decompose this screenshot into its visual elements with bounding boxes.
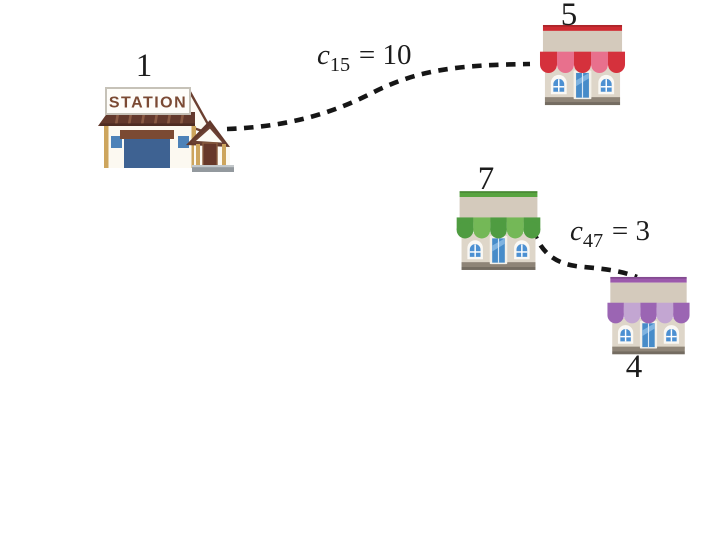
node-label-7: 7 <box>477 161 495 197</box>
shop-purple-icon <box>607 276 690 355</box>
node-1-station: STATION <box>98 80 234 172</box>
awning-dark-scallops <box>539 51 626 74</box>
node-4-shop <box>596 276 701 360</box>
edge-c47-variable: c <box>570 215 583 247</box>
edge-c15-value: = 10 <box>358 39 412 71</box>
node-7-shop <box>445 190 552 276</box>
edge-label-c47: c47 = 3 <box>570 215 650 251</box>
edge-1-5 <box>226 61 531 132</box>
edge-label-c15: c15 = 10 <box>317 39 412 75</box>
awning-light-scallops <box>556 51 609 74</box>
node-label-5: 5 <box>560 0 578 33</box>
edge-c15-subscript: 15 <box>329 53 351 76</box>
node-label-1: 1 <box>135 48 153 84</box>
awning-dark-scallops <box>456 217 541 239</box>
shop-red-icon <box>539 24 626 106</box>
station-icon: STATION <box>98 87 234 172</box>
edge-7-4 <box>530 229 638 280</box>
awning-dark-scallops <box>607 302 690 324</box>
node-5-shop <box>528 24 637 111</box>
awning-light-scallops <box>473 217 524 239</box>
node-label-4: 4 <box>625 349 643 385</box>
awning-light-scallops <box>623 302 674 324</box>
edge-c47-subscript: 47 <box>582 229 604 252</box>
shop-green-icon <box>456 191 541 270</box>
edge-c47-value: = 3 <box>611 215 650 247</box>
edge-c15-variable: c <box>317 39 330 71</box>
station-sign-text: STATION <box>109 95 187 112</box>
